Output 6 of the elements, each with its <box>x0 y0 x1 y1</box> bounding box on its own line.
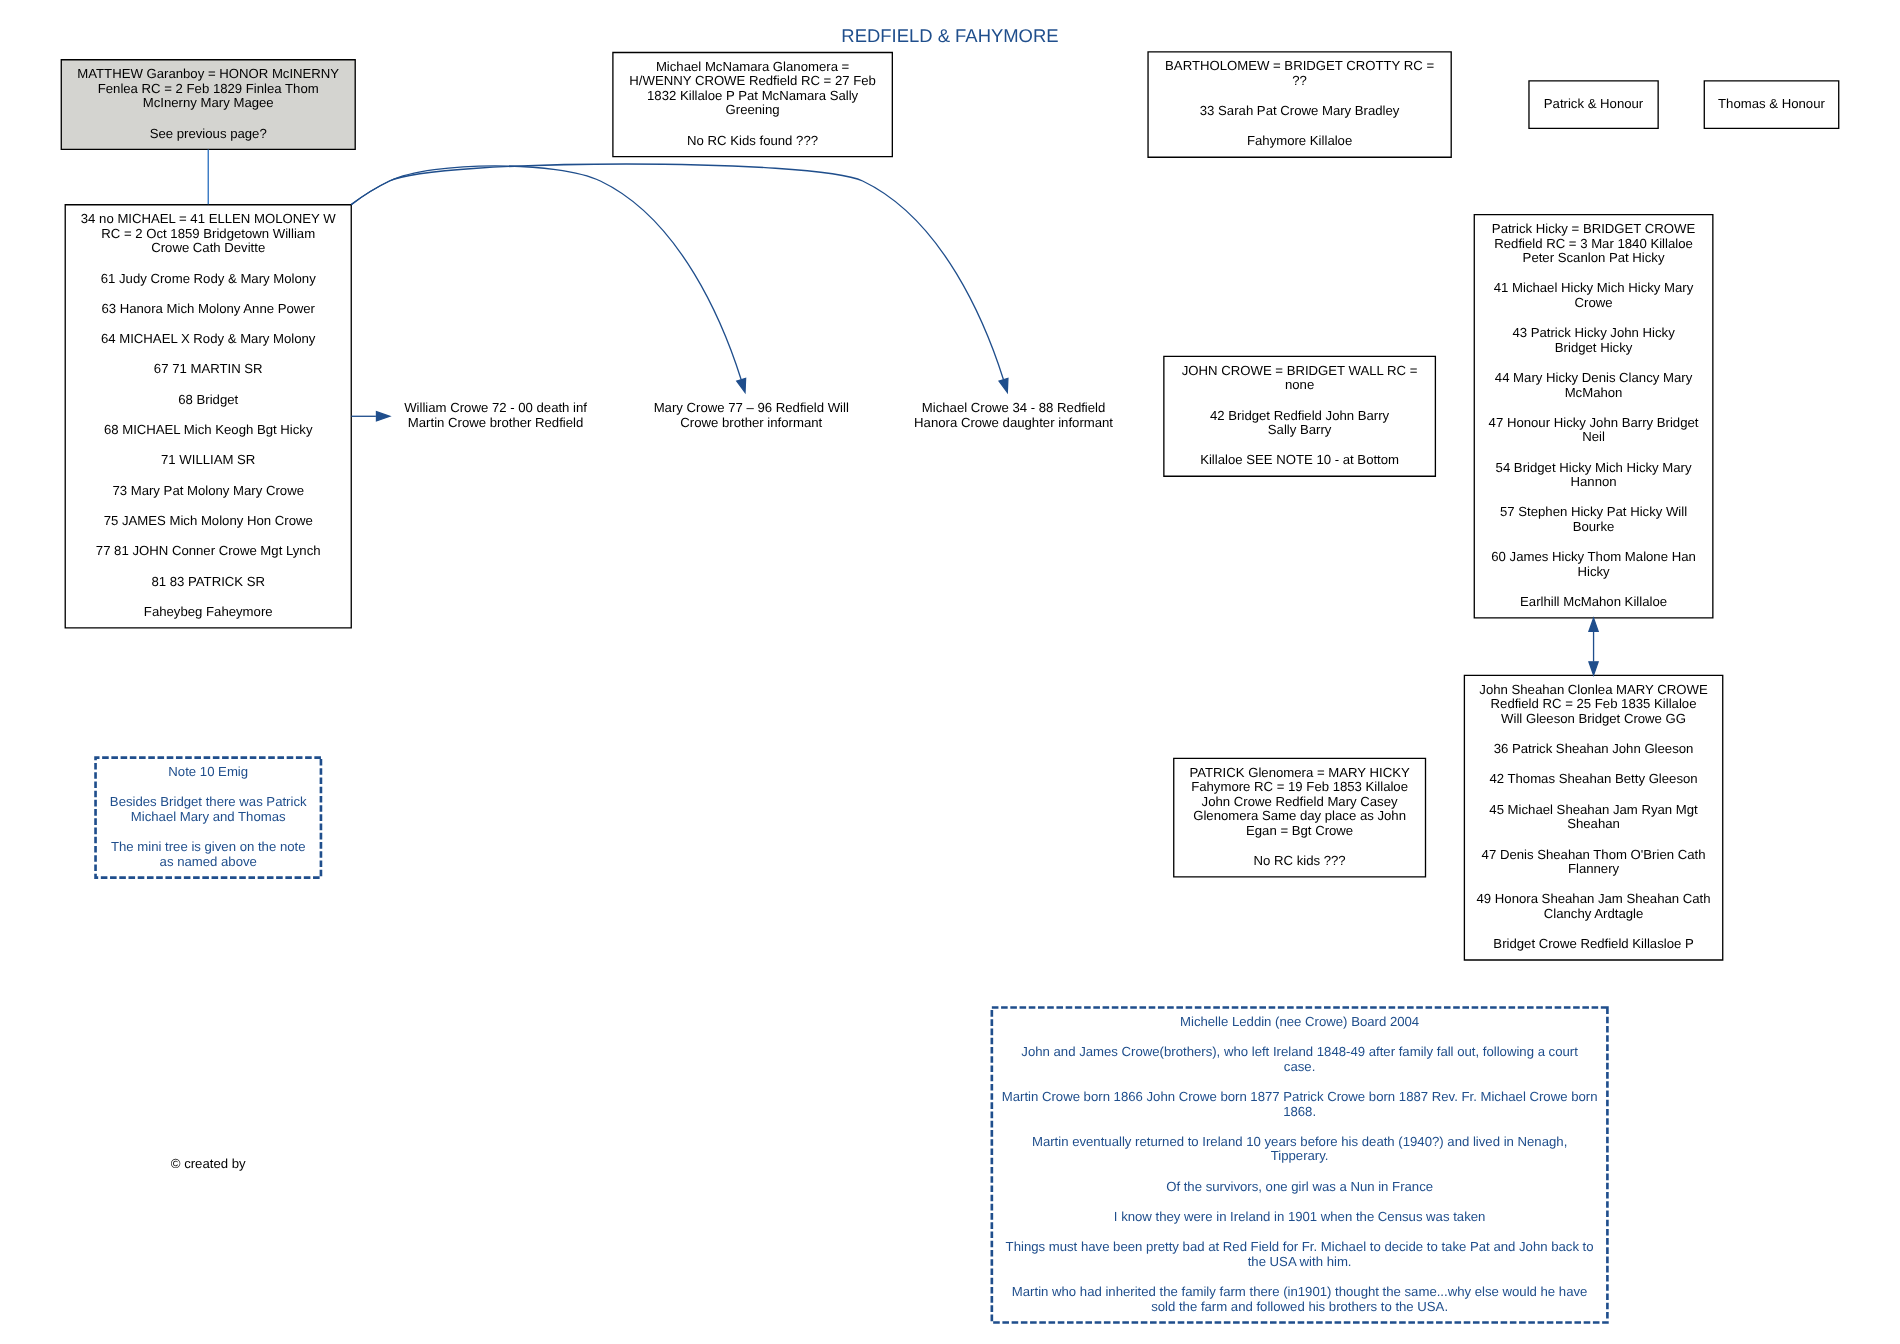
arrow <box>350 410 392 422</box>
diagram-title: REDFIELD & FAHYMORE <box>841 25 1059 46</box>
arrow <box>350 165 747 395</box>
connector <box>207 148 209 205</box>
arrow <box>1588 616 1600 677</box>
arrow <box>350 163 1009 395</box>
